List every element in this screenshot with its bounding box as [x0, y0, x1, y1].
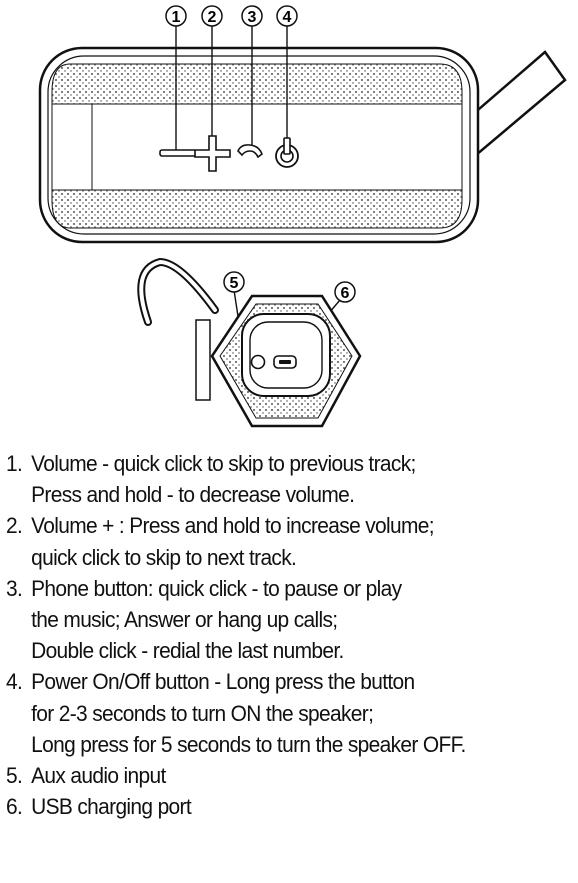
callout-5: 5 [223, 271, 245, 293]
list-item-1-cont: Press and hold - to decrease volume. [31, 482, 355, 508]
list-item-3: 3.Phone button: quick click - to pause o… [6, 575, 402, 601]
speaker-diagram: 1 2 3 4 [38, 5, 567, 428]
speaker-body [38, 46, 480, 244]
callout-2-label: 2 [208, 9, 217, 26]
speaker-end-view [137, 257, 362, 428]
minus-icon[interactable] [159, 149, 197, 157]
callout-1: 1 [165, 5, 187, 27]
plus-icon[interactable] [194, 135, 231, 172]
callout-6-label: 6 [341, 285, 350, 302]
list-item-4: 4.Power On/Off button - Long press the b… [6, 669, 415, 695]
callout-2: 2 [201, 5, 223, 27]
grille-bottom [51, 189, 463, 229]
power-icon[interactable] [275, 137, 299, 168]
instruction-list: 1.Volume - quick click to skip to previo… [6, 448, 576, 822]
callout-3-label: 3 [248, 9, 257, 26]
list-item-5: 5.Aux audio input [6, 763, 166, 789]
grille-top [51, 63, 463, 105]
list-item-6: 6.USB charging port [6, 794, 192, 820]
callout-4-label: 4 [283, 9, 292, 26]
list-item-4-cont-2: Long press for 5 seconds to turn the spe… [31, 731, 466, 757]
callout-3: 3 [241, 5, 263, 27]
list-item-3-cont-2: Double click - redial the last number. [31, 638, 344, 664]
list-item-2-cont: quick click to skip to next track. [31, 544, 297, 570]
phone-icon[interactable] [237, 144, 263, 159]
list-item-2: 2.Volume + : Press and hold to increase … [6, 513, 435, 539]
callout-6: 6 [334, 281, 356, 303]
list-item-4-cont-1: for 2-3 seconds to turn ON the speaker; [31, 700, 374, 726]
usb-port-icon[interactable] [273, 355, 297, 369]
list-item-3-cont-1: the music; Answer or hang up calls; [31, 607, 338, 633]
callout-1-label: 1 [172, 9, 181, 26]
callout-4: 4 [276, 5, 298, 27]
list-item-1: 1.Volume - quick click to skip to previo… [6, 451, 416, 476]
callout-5-label: 5 [230, 275, 239, 292]
aux-jack-icon[interactable] [250, 354, 266, 370]
